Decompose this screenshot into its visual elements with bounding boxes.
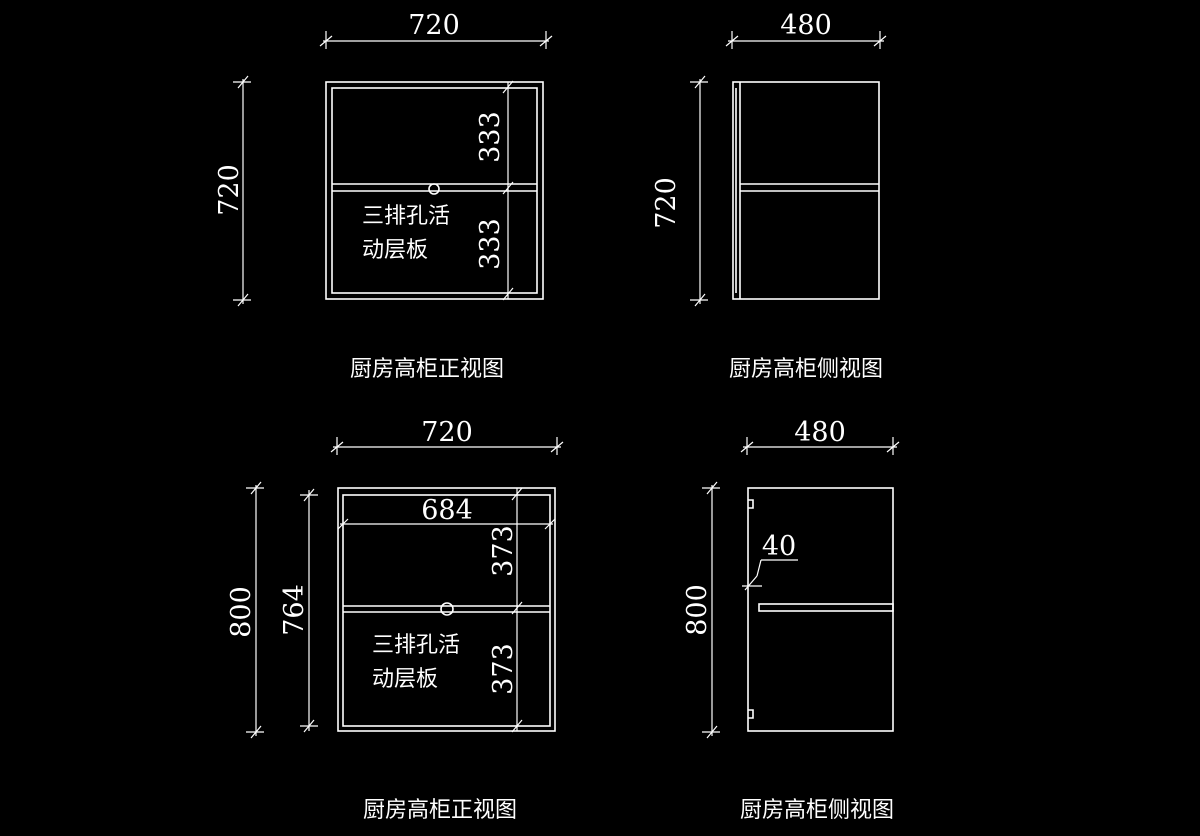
shelf-note-line1: 三排孔活: [362, 204, 450, 229]
dimension-height-800: 800: [682, 481, 720, 739]
dimension-height-764: 764: [279, 488, 318, 733]
dimension-label: 40: [762, 531, 796, 562]
dimension-width-720: 720: [319, 10, 553, 49]
dimension-label: 373: [488, 643, 519, 695]
dimension-label: 720: [408, 10, 460, 41]
dimension-label: 333: [475, 218, 506, 270]
dimension-label: 480: [780, 10, 832, 41]
side-view-top: 480 720 厨房高柜侧视图: [651, 10, 887, 382]
handle-hole: [428, 183, 440, 195]
cabinet-side-body: 40: [742, 487, 894, 732]
dimension-label: 800: [682, 584, 713, 636]
dimension-label: 480: [794, 417, 846, 448]
dimension-label: 764: [279, 584, 310, 636]
dimension-label: 684: [421, 495, 473, 526]
shelf-note-line2: 动层板: [372, 667, 438, 692]
view-caption: 厨房高柜正视图: [363, 798, 517, 823]
dimension-width-480: 480: [740, 417, 900, 455]
dimension-height-720: 720: [651, 75, 708, 307]
dimension-label: 373: [488, 525, 519, 577]
dimension-height-720: 720: [214, 75, 251, 307]
view-caption: 厨房高柜侧视图: [740, 798, 894, 823]
side-view-bottom: 480 800 40 厨房高柜侧视图: [682, 417, 900, 823]
dimension-label: 333: [475, 111, 506, 163]
view-caption: 厨房高柜侧视图: [729, 357, 883, 382]
view-caption: 厨房高柜正视图: [350, 357, 504, 382]
dimension-width-480: 480: [725, 10, 887, 49]
dimension-label: 720: [421, 417, 473, 448]
dimension-label: 800: [226, 586, 257, 638]
dimension-height-800: 800: [226, 481, 264, 739]
front-view-bottom: 720 800 764 684: [226, 417, 564, 823]
cabinet-front-body: 333 333 三排孔活 动层板: [325, 80, 544, 301]
dimension-width-720: 720: [330, 417, 564, 455]
dimension-label: 720: [214, 164, 245, 216]
shelf-note-line1: 三排孔活: [372, 633, 460, 658]
handle-hole: [440, 602, 454, 616]
dimension-label: 720: [651, 177, 682, 229]
front-view-top: 720 720 333 333 三排孔活 动层板 厨: [214, 10, 553, 382]
cabinet-side-body: [732, 81, 880, 300]
shelf-note-line2: 动层板: [362, 238, 428, 263]
cabinet-front-body: 684 373 373 三排孔活 动层板: [337, 487, 556, 733]
